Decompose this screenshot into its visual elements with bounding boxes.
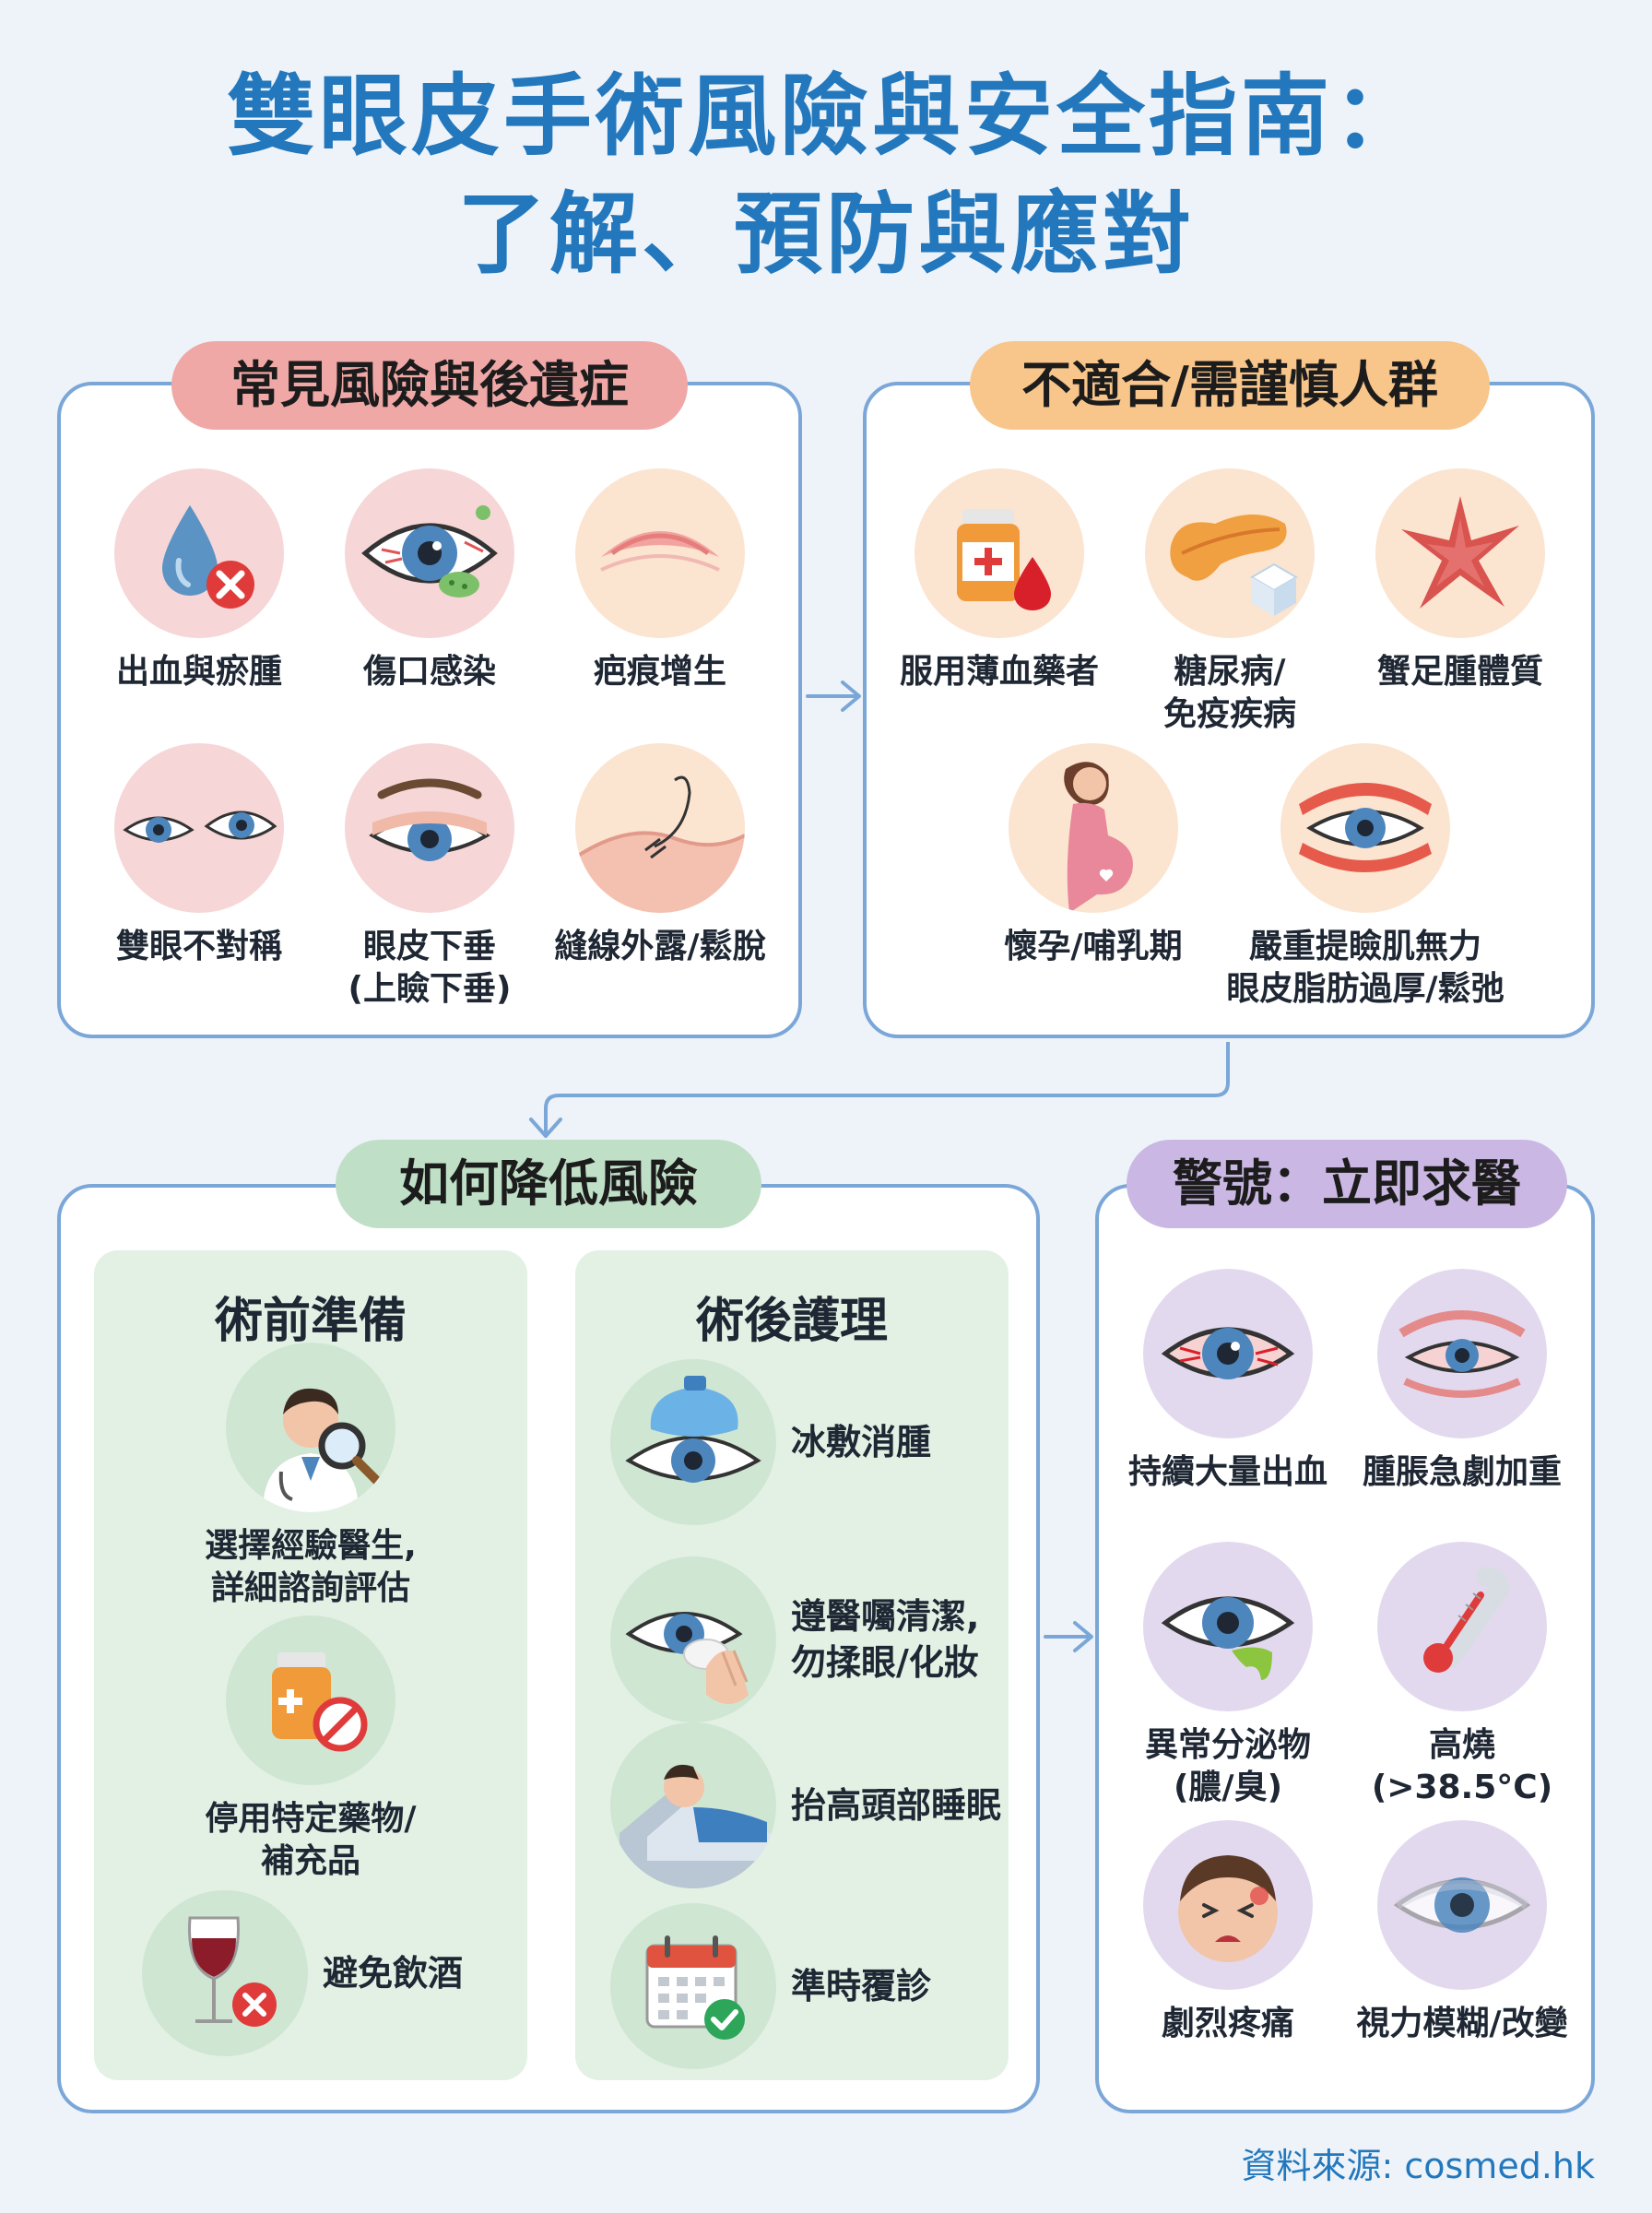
- drooping-eyelid-icon: [345, 743, 514, 913]
- arrow-right-icon: [1044, 1621, 1093, 1652]
- unsuitable-item-keloid: 蟹足腫體質: [1350, 468, 1571, 693]
- warning-item-label: 視力模糊/改變: [1356, 2005, 1568, 2042]
- page-title: 雙眼皮手術風險與安全指南： 了解、預防與應對: [0, 57, 1652, 293]
- warning-item-swelling: 腫脹急劇加重: [1351, 1269, 1573, 1494]
- discharge-eye-icon: [1143, 1542, 1313, 1711]
- pre-op-item-no-alcohol: 避免飲酒: [142, 1890, 520, 2056]
- infected-eye-icon: [345, 468, 514, 638]
- post-op-item-label: 抬高頭部睡眠: [791, 1785, 1002, 1826]
- warning-item-fever: 高燒 (>38.5°C): [1351, 1542, 1573, 1809]
- post-op-item-label: 遵醫囑清潔, 勿揉眼/化妝: [791, 1596, 980, 1683]
- arrow-right-icon: [806, 680, 861, 712]
- post-op-item-label: 冰敷消腫: [791, 1422, 932, 1462]
- clean-eye-icon: [610, 1556, 776, 1722]
- unsuitable-item-weak-muscle: 嚴重提瞼肌無力 眼皮脂肪過厚/鬆弛: [1213, 743, 1517, 1011]
- post-op-title: 術後護理: [695, 1294, 888, 1349]
- scar-icon: [575, 468, 745, 638]
- risk-item-ptosis: 眼皮下垂 (上瞼下垂): [319, 743, 540, 1011]
- ice-pack-icon: [610, 1359, 776, 1525]
- pregnant-woman-icon: [1009, 743, 1178, 913]
- thermometer-icon: [1377, 1542, 1547, 1711]
- risk-item-bleeding: 出血與瘀腫: [88, 468, 310, 693]
- pain-face-icon: [1143, 1820, 1313, 1990]
- title-line-1: 雙眼皮手術風險與安全指南：: [227, 65, 1425, 168]
- post-op-item-followup: 準時覆診: [610, 1903, 997, 2069]
- unsuitable-item-pregnancy: 懷孕/哺乳期: [983, 743, 1204, 968]
- pre-op-item-label: 避免飲酒: [323, 1953, 464, 1994]
- weak-muscle-eye-icon: [1280, 743, 1450, 913]
- post-op-item-elevate: 抬高頭部睡眠: [610, 1722, 1016, 1888]
- pre-op-item-label: 選擇經驗醫生, 詳細諮詢評估: [205, 1527, 417, 1607]
- unsuitable-item-label: 服用薄血藥者: [899, 653, 1099, 691]
- doctor-icon: [226, 1343, 395, 1512]
- warning-item-label: 持續大量出血: [1127, 1453, 1328, 1491]
- post-op-item-label: 準時覆診: [791, 1966, 932, 2006]
- pre-op-item-label: 停用特定藥物/ 補充品: [205, 1800, 417, 1880]
- unsuitable-item-label: 懷孕/哺乳期: [1004, 928, 1183, 965]
- warning-item-bleeding: 持續大量出血: [1117, 1269, 1339, 1494]
- unsuitable-item-label: 蟹足腫體質: [1376, 653, 1543, 691]
- medicine-bottle-icon: [914, 468, 1084, 638]
- warning-item-label: 高燒 (>38.5°C): [1371, 1726, 1553, 1806]
- risk-item-asymmetry: 雙眼不對稱: [88, 743, 310, 968]
- suture-icon: [575, 743, 745, 913]
- warning-item-label: 異常分泌物 (膿/臭): [1144, 1726, 1311, 1806]
- risk-item-label: 疤痕增生: [593, 653, 726, 691]
- title-line-2: 了解、預防與應對: [457, 183, 1195, 286]
- post-op-item-ice: 冰敷消腫: [610, 1359, 997, 1525]
- pre-op-item-stop-medicine: 停用特定藥物/ 補充品: [200, 1615, 421, 1883]
- risk-item-label: 眼皮下垂 (上瞼下垂): [348, 928, 512, 1008]
- risk-item-suture: 縫線外露/鬆脫: [549, 743, 771, 968]
- keloid-icon: [1375, 468, 1545, 638]
- post-op-item-clean: 遵醫囑清潔, 勿揉眼/化妝: [610, 1556, 997, 1722]
- unsuitable-item-label: 嚴重提瞼肌無力 眼皮脂肪過厚/鬆弛: [1226, 928, 1504, 1008]
- warning-heading: 警號：立即求醫: [1127, 1140, 1567, 1228]
- warning-item-label: 腫脹急劇加重: [1362, 1453, 1562, 1491]
- risks-heading: 常見風險與後遺症: [171, 341, 688, 430]
- pre-op-item-doctor: 選擇經驗醫生, 詳細諮詢評估: [200, 1343, 421, 1610]
- unsuitable-heading: 不適合/需謹慎人群: [970, 341, 1490, 430]
- calendar-icon: [610, 1903, 776, 2069]
- risk-item-label: 縫線外露/鬆脫: [554, 928, 766, 965]
- source-text: 資料來源: cosmed.hk: [1241, 2146, 1595, 2186]
- pancreas-icon: [1145, 468, 1315, 638]
- warning-item-blurry: 視力模糊/改變: [1351, 1820, 1573, 2045]
- unsuitable-item-diabetes: 糖尿病/ 免疫疾病: [1119, 468, 1340, 736]
- bleeding-eye-icon: [1143, 1269, 1313, 1438]
- unsuitable-item-label: 糖尿病/ 免疫疾病: [1162, 653, 1296, 733]
- risk-item-infection: 傷口感染: [319, 468, 540, 693]
- blurry-eye-icon: [1377, 1820, 1547, 1990]
- reduce-heading: 如何降低風險: [336, 1140, 761, 1228]
- warning-item-discharge: 異常分泌物 (膿/臭): [1117, 1542, 1339, 1809]
- risk-item-label: 傷口感染: [362, 653, 496, 691]
- sleeping-icon: [610, 1722, 776, 1888]
- blood-drop-icon: [114, 468, 284, 638]
- risk-item-label: 雙眼不對稱: [115, 928, 282, 965]
- stop-medicine-icon: [226, 1615, 395, 1785]
- asymmetric-eyes-icon: [114, 743, 284, 913]
- swollen-eye-icon: [1377, 1269, 1547, 1438]
- unsuitable-item-anticoagulant: 服用薄血藥者: [889, 468, 1110, 693]
- risk-item-scar: 疤痕增生: [549, 468, 771, 693]
- pre-op-title: 術前準備: [214, 1294, 407, 1349]
- no-wine-icon: [142, 1890, 308, 2056]
- risk-item-label: 出血與瘀腫: [115, 653, 282, 691]
- connector-arrow-icon: [529, 1042, 1230, 1138]
- warning-item-label: 劇烈疼痛: [1161, 2005, 1294, 2042]
- warning-item-pain: 劇烈疼痛: [1117, 1820, 1339, 2045]
